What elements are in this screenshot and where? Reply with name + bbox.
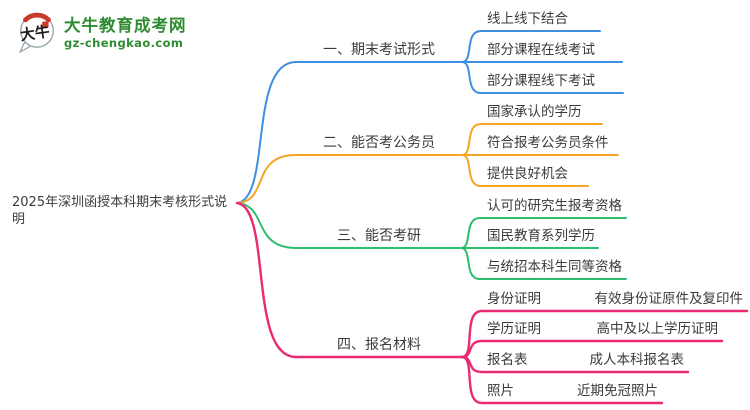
logo-seal xyxy=(42,21,49,28)
leaf-node: 部分课程在线考试 xyxy=(487,42,595,58)
logo-red-cap xyxy=(23,12,51,23)
leaf-row: 报名表 成人本科报名表 xyxy=(487,351,684,369)
leaf-value: 有效身份证原件及复印件 xyxy=(594,291,744,307)
branch3-label: 三、能否考研 xyxy=(337,228,421,244)
leaf-value: 高中及以上学历证明 xyxy=(596,321,719,337)
leaf-node: 国民教育系列学历 xyxy=(487,228,595,244)
leaf-row: 身份证明 有效身份证原件及复印件 xyxy=(487,290,743,308)
branch3-lines xyxy=(236,202,627,280)
logo-text-block: 大牛教育成考网 gz-chengkao.com xyxy=(64,15,187,50)
leaf-value: 成人本科报名表 xyxy=(589,352,685,368)
leaf-row: 学历证明 高中及以上学历证明 xyxy=(487,320,718,338)
leaf-node: 符合报考公务员条件 xyxy=(487,135,609,151)
logo-bull-icon: 大牛 xyxy=(18,12,54,54)
leaf-value: 近期免冠照片 xyxy=(577,383,658,399)
branch4-lines xyxy=(235,201,749,405)
leaf-label: 照片 xyxy=(487,383,514,399)
branch2-label: 二、能否考公务员 xyxy=(323,135,435,151)
logo-icon-text: 大牛 xyxy=(19,22,51,44)
branch1-label: 一、期末考试形式 xyxy=(323,42,435,58)
leaf-node: 与统招本科生同等资格 xyxy=(487,259,622,275)
leaf-label: 身份证明 xyxy=(487,291,541,307)
branch4-label: 四、报名材料 xyxy=(337,337,421,353)
leaf-node: 国家承认的学历 xyxy=(487,104,582,120)
leaf-node: 认可的研究生报考资格 xyxy=(487,198,622,214)
branch1-lines xyxy=(236,30,624,204)
root-topic: 2025年深圳函授本科期末考核形式说明 xyxy=(12,195,228,227)
leaf-node: 线上线下结合 xyxy=(487,11,568,27)
logo-title: 大牛教育成考网 xyxy=(64,15,187,35)
leaf-label: 学历证明 xyxy=(487,321,541,337)
logo-subtitle: gz-chengkao.com xyxy=(64,35,184,50)
leaf-node: 部分课程线下考试 xyxy=(487,73,595,89)
branch2-lines xyxy=(236,123,619,204)
leaf-row: 照片 近期免冠照片 xyxy=(487,382,658,400)
site-logo[interactable]: 大牛 大牛教育成考网 gz-chengkao.com xyxy=(17,12,187,54)
leaf-node: 提供良好机会 xyxy=(487,166,568,182)
leaf-label: 报名表 xyxy=(487,352,528,368)
